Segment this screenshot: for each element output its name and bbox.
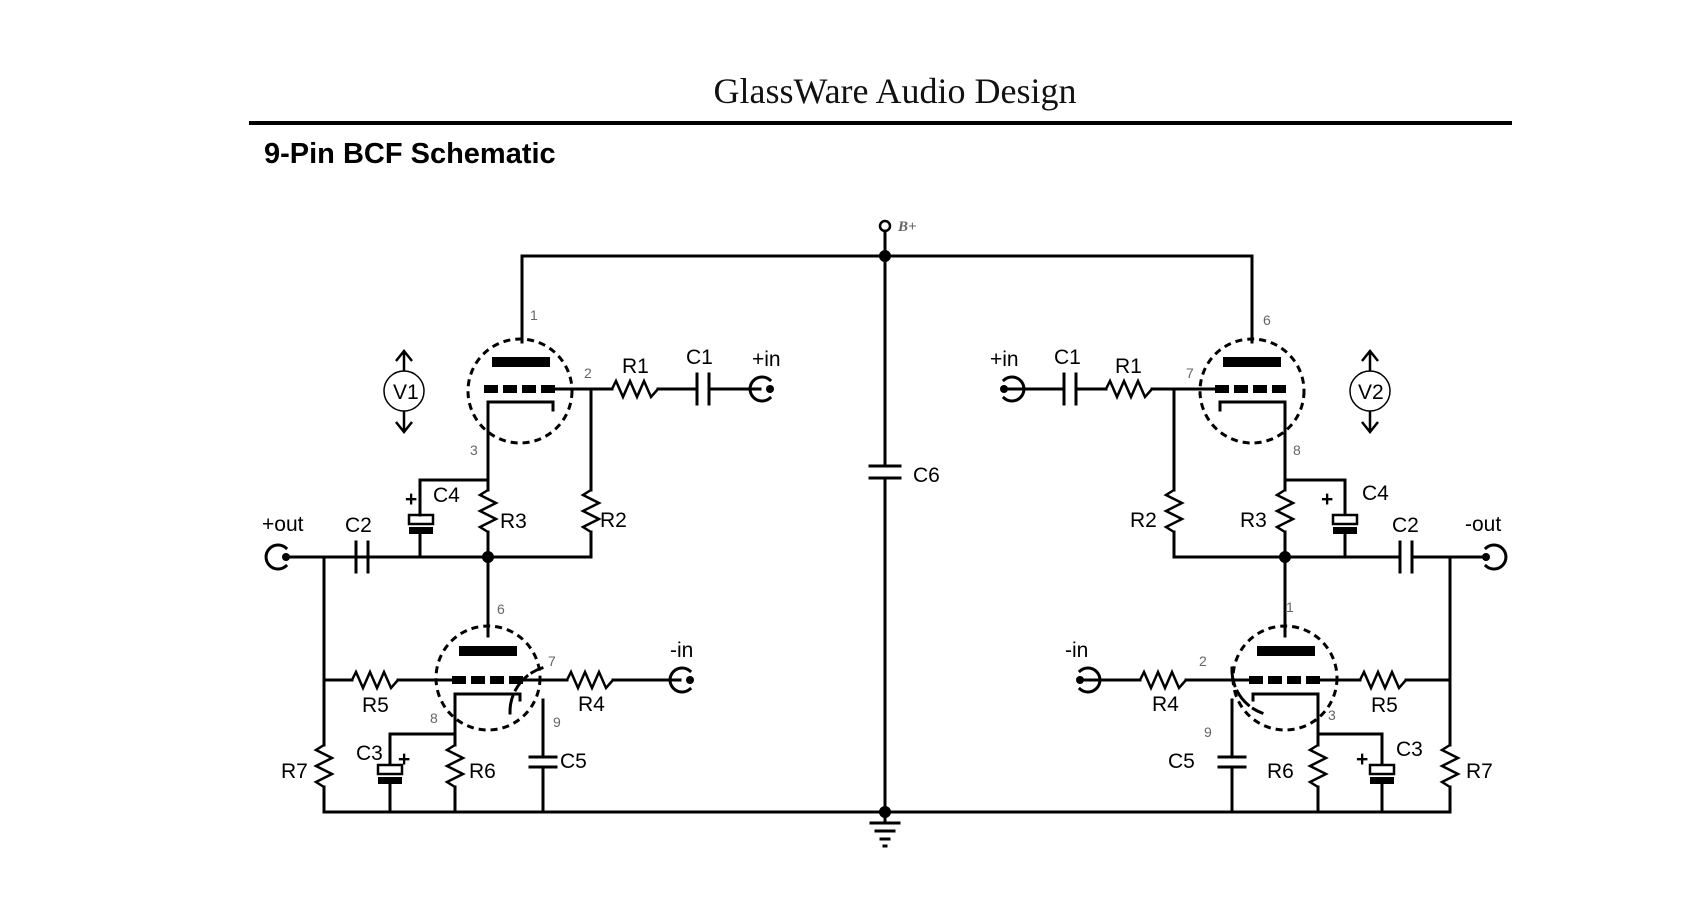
b-plus-label: B+ bbox=[897, 219, 917, 235]
page-header-title: GlassWare Audio Design bbox=[713, 71, 1077, 111]
svg-text:C1: C1 bbox=[1054, 346, 1081, 369]
svg-text:R5: R5 bbox=[1371, 694, 1398, 717]
c3-right: + C3 bbox=[1316, 732, 1423, 814]
upper-tube-right: 6 7 8 bbox=[1182, 312, 1306, 492]
header-rule bbox=[249, 121, 1512, 125]
r4-right: -in R4 bbox=[1065, 639, 1208, 716]
svg-text:8: 8 bbox=[1293, 442, 1301, 458]
r1-c1-input-right: +in C1 R1 bbox=[990, 346, 1186, 406]
svg-text:-in: -in bbox=[1065, 639, 1088, 662]
svg-text:+: + bbox=[1356, 748, 1368, 771]
v1-tube-label-left: V1 bbox=[383, 348, 425, 435]
svg-text:+: + bbox=[1321, 488, 1333, 511]
svg-text:C5: C5 bbox=[1168, 750, 1195, 773]
upper-tube-left: 1 2 3 bbox=[466, 307, 593, 492]
svg-text:2: 2 bbox=[1199, 653, 1207, 669]
svg-text:V1: V1 bbox=[393, 381, 419, 404]
c6-label: C6 bbox=[913, 464, 940, 487]
r5-left: R5 bbox=[322, 555, 412, 747]
svg-text:9: 9 bbox=[553, 714, 561, 730]
svg-text:+in: +in bbox=[990, 348, 1019, 371]
svg-text:2: 2 bbox=[584, 365, 592, 381]
c6-capacitor: C6 bbox=[868, 464, 940, 814]
svg-text:C3: C3 bbox=[356, 742, 383, 765]
v2-tube-label-right: V2 bbox=[1349, 348, 1391, 435]
r7-right: R7 bbox=[1439, 743, 1493, 814]
svg-text:C4: C4 bbox=[1362, 482, 1389, 505]
svg-text:R2: R2 bbox=[600, 509, 627, 532]
r4-left: R4 -in bbox=[565, 639, 694, 716]
svg-text:3: 3 bbox=[1328, 707, 1336, 723]
svg-text:6: 6 bbox=[1263, 312, 1271, 328]
svg-text:-in: -in bbox=[670, 639, 693, 662]
svg-text:8: 8 bbox=[430, 710, 438, 726]
svg-text:R3: R3 bbox=[1240, 509, 1267, 532]
svg-text:R4: R4 bbox=[1152, 693, 1179, 716]
svg-text:6: 6 bbox=[497, 601, 505, 617]
ground bbox=[322, 806, 1452, 848]
svg-text:R1: R1 bbox=[622, 355, 649, 378]
svg-text:7: 7 bbox=[548, 653, 556, 669]
lower-tube-right: 1 2 3 9 bbox=[1199, 555, 1362, 740]
svg-text:C2: C2 bbox=[1392, 514, 1419, 537]
lower-tube-left: 6 7 8 9 bbox=[408, 555, 569, 732]
c3-left: + C3 bbox=[356, 732, 457, 814]
svg-text:+: + bbox=[405, 488, 417, 511]
svg-text:+out: +out bbox=[262, 513, 304, 536]
svg-text:R5: R5 bbox=[362, 694, 389, 717]
svg-text:R2: R2 bbox=[1130, 509, 1157, 532]
supply-rail: B+ bbox=[520, 219, 1254, 468]
svg-text:-out: -out bbox=[1465, 513, 1501, 536]
r6-left: R6 bbox=[444, 720, 496, 814]
c5-left: C5 bbox=[528, 698, 587, 814]
svg-text:V2: V2 bbox=[1358, 381, 1384, 404]
svg-text:R4: R4 bbox=[578, 693, 605, 716]
c4-left: + C4 bbox=[405, 478, 490, 559]
svg-text:R6: R6 bbox=[469, 760, 496, 783]
svg-text:1: 1 bbox=[530, 307, 538, 323]
svg-text:R1: R1 bbox=[1115, 355, 1142, 378]
r3-right: R3 bbox=[1240, 488, 1296, 559]
c4-right: + C4 bbox=[1283, 478, 1389, 559]
svg-text:R6: R6 bbox=[1267, 760, 1294, 783]
r5-right: R5 bbox=[1358, 555, 1452, 747]
r6-right: R6 bbox=[1267, 720, 1329, 814]
r1-c1-input-left: R1 C1 +in bbox=[589, 346, 781, 406]
r3-left: R3 bbox=[477, 488, 527, 559]
svg-text:+in: +in bbox=[752, 348, 781, 371]
svg-text:+: + bbox=[398, 748, 410, 771]
svg-text:C5: C5 bbox=[560, 750, 587, 773]
svg-text:R7: R7 bbox=[281, 760, 308, 783]
schematic-title: 9-Pin BCF Schematic bbox=[264, 138, 556, 170]
svg-text:C4: C4 bbox=[433, 484, 460, 507]
svg-text:3: 3 bbox=[470, 442, 478, 458]
svg-text:C1: C1 bbox=[686, 346, 713, 369]
svg-text:C2: C2 bbox=[345, 514, 372, 537]
svg-text:R3: R3 bbox=[500, 510, 527, 533]
svg-text:R7: R7 bbox=[1466, 760, 1493, 783]
r2-left: R2 bbox=[580, 387, 627, 559]
svg-text:9: 9 bbox=[1204, 724, 1212, 740]
c5-right: C5 bbox=[1168, 698, 1247, 814]
svg-text:C3: C3 bbox=[1396, 738, 1423, 761]
svg-text:1: 1 bbox=[1286, 599, 1294, 615]
r7-left: R7 bbox=[281, 743, 335, 814]
r2-right: R2 bbox=[1130, 387, 1185, 559]
svg-text:7: 7 bbox=[1186, 365, 1194, 381]
